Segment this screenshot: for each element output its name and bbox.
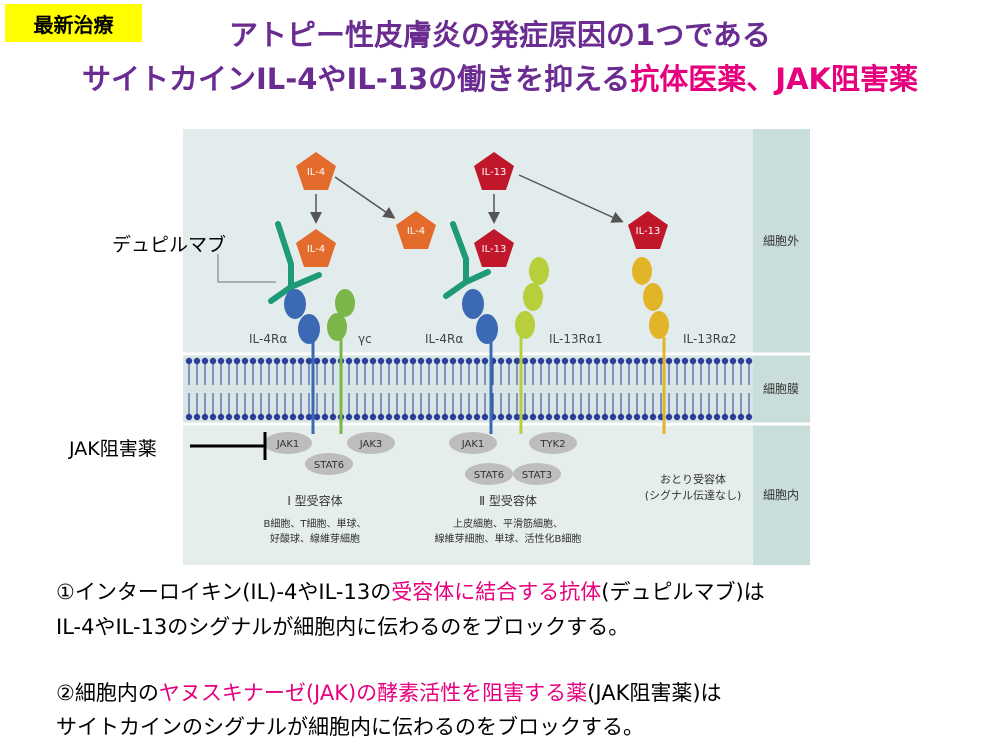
il13-cytokine-decoy: IL-13 — [628, 211, 668, 249]
il4-cytokine: IL-4 — [296, 152, 336, 190]
stat3: STAT3 — [513, 463, 561, 485]
stat6-type2: STAT6 — [465, 463, 513, 485]
dupilumab-antibody-1 — [268, 221, 322, 304]
svg-text:IL-4: IL-4 — [307, 167, 325, 178]
title-line2-highlight: 抗体医薬、JAK阻害薬 — [630, 62, 918, 96]
explanation-1-line2: IL-4やIL-13のシグナルが細胞内に伝わるのをブロックする。 — [56, 615, 630, 639]
label-il4ra-1: IL-4Rα — [249, 332, 287, 346]
il4-cytokine-free: IL-4 — [396, 211, 436, 249]
title-line2-prefix: サイトカインIL-4やIL-13の働きを抑える — [82, 62, 631, 96]
type2-cells-line2: 線維芽細胞、単球、活性化B細胞 — [435, 532, 582, 545]
zone-label-outside: 細胞外 — [763, 234, 799, 248]
svg-text:JAK1: JAK1 — [276, 439, 300, 450]
explanation-1-highlight: 受容体に結合する抗体 — [391, 580, 602, 604]
il13-cytokine: IL-13 — [474, 152, 514, 190]
svg-text:IL-13: IL-13 — [482, 244, 507, 255]
type2-cells-line1: 上皮細胞、平滑筋細胞、 — [453, 517, 563, 530]
svg-text:TYK2: TYK2 — [539, 439, 565, 450]
explanation-2-line1: ②細胞内のヤヌスキナーゼ(JAK)の酵素活性を阻害する薬(JAK阻害薬)は — [56, 677, 722, 707]
explanation-2-prefix: ②細胞内の — [56, 681, 159, 705]
il4ra-receptor-type2 — [462, 289, 498, 434]
dupilumab-antibody-2 — [443, 221, 491, 299]
jak3-kinase: JAK3 — [347, 432, 395, 454]
label-il4ra-2: IL-4Rα — [425, 332, 463, 346]
svg-text:STAT6: STAT6 — [474, 470, 504, 481]
gamma-c-receptor — [327, 289, 355, 434]
explanation-1-prefix: ①インターロイキン(IL)-4やIL-13の — [56, 580, 392, 604]
label-gamma-c: γc — [358, 332, 372, 346]
svg-text:JAK1: JAK1 — [461, 439, 485, 450]
jak-inhibitor-callout-label: JAK阻害薬 — [69, 438, 157, 460]
svg-text:IL-13: IL-13 — [482, 167, 507, 178]
explanation-1-suffix: (デュピルマブ)は — [601, 580, 765, 604]
il13-cytokine-bound: IL-13 — [474, 229, 514, 267]
svg-text:IL-4: IL-4 — [407, 226, 425, 237]
jak1-kinase-type2: JAK1 — [449, 432, 497, 454]
tyk2-kinase: TYK2 — [529, 432, 577, 454]
receptor-diagram: 細胞外 細胞膜 細胞内 IL-4 IL-4 IL-4 IL-13 IL-13 I… — [183, 129, 810, 565]
zone-label-membrane: 細胞膜 — [763, 382, 799, 396]
page-title-line2: サイトカインIL-4やIL-13の働きを抑える抗体医薬、JAK阻害薬 — [0, 56, 1000, 98]
explanation-2-suffix: (JAK阻害薬)は — [587, 681, 722, 705]
svg-text:STAT3: STAT3 — [522, 470, 552, 481]
stat6-type1: STAT6 — [305, 453, 353, 475]
il4-cytokine-bound: IL-4 — [296, 229, 336, 267]
explanation-2-highlight: ヤヌスキナーゼ(JAK)の酵素活性を阻害する薬 — [158, 681, 588, 705]
type1-receptor-label: Ⅰ 型受容体 — [287, 493, 342, 508]
label-il13ra1: IL-13Rα1 — [549, 332, 603, 346]
svg-text:IL-13: IL-13 — [636, 226, 661, 237]
svg-text:IL-4: IL-4 — [307, 244, 325, 255]
type1-cells-line2: 好酸球、線維芽細胞 — [270, 532, 360, 545]
il13ra1-receptor — [515, 257, 549, 434]
il13ra2-decoy-receptor — [632, 257, 669, 434]
jak1-kinase-type1: JAK1 — [264, 432, 312, 454]
il4ra-receptor-type1 — [284, 289, 320, 434]
type2-receptor-label: Ⅱ 型受容体 — [479, 493, 537, 508]
type1-cells-line1: B細胞、T細胞、単球、 — [264, 517, 367, 530]
label-il13ra2: IL-13Rα2 — [683, 332, 737, 346]
dupilumab-callout-label: デュピルマブ — [112, 234, 227, 256]
decoy-receptor-note: (シグナル伝達なし) — [645, 488, 742, 502]
section-tag: 最新治療 — [5, 4, 142, 42]
svg-text:JAK3: JAK3 — [359, 439, 383, 450]
svg-text:STAT6: STAT6 — [314, 460, 344, 471]
explanation-2-line2: サイトカインのシグナルが細胞内に伝わるのをブロックする。 — [56, 715, 644, 739]
zone-label-inside: 細胞内 — [763, 488, 799, 502]
zone-label-column — [753, 129, 810, 565]
page-title-line1: アトピー性皮膚炎の発症原因の1つである — [229, 18, 771, 52]
explanation-1-line1: ①インターロイキン(IL)-4やIL-13の受容体に結合する抗体(デュピルマブ)… — [56, 576, 765, 606]
membrane-zone — [183, 354, 753, 424]
decoy-receptor-label: おとり受容体 — [660, 472, 726, 486]
